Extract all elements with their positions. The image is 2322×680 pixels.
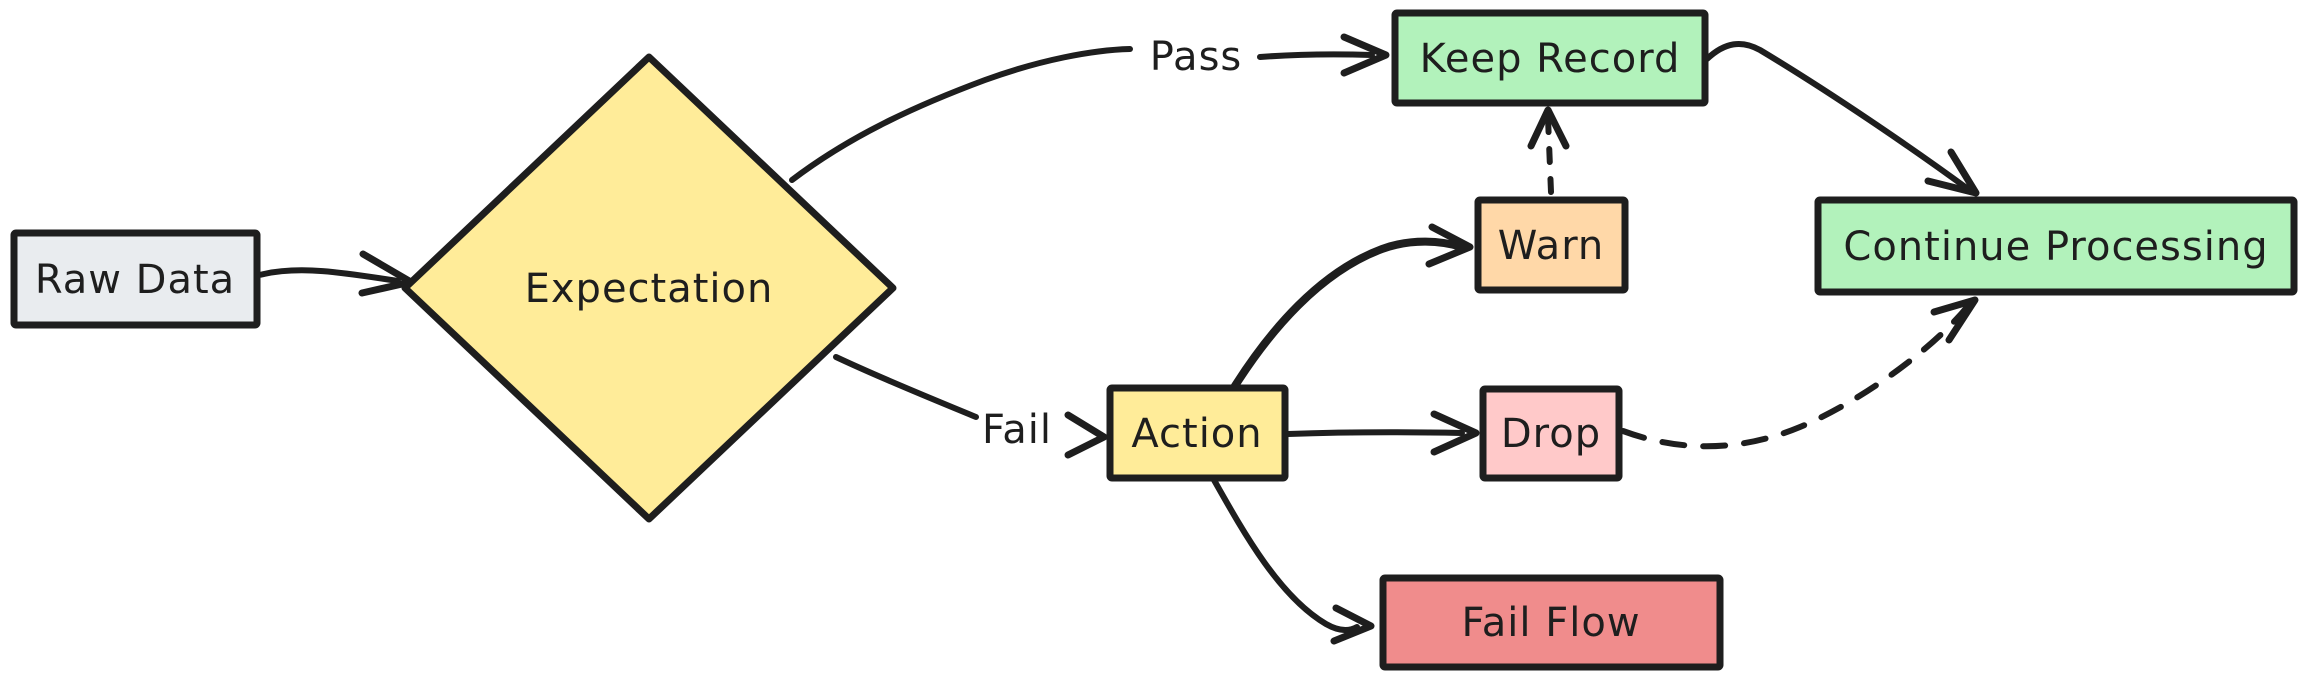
edge-action-warn-arrowhead xyxy=(1425,223,1474,268)
action-box xyxy=(1106,384,1289,482)
edge-fail-arrowhead xyxy=(1064,411,1108,459)
edge-action-drop xyxy=(1285,410,1480,456)
node-continue-processing: Continue Processing xyxy=(1814,196,2298,296)
edge-raw-data-expectation xyxy=(247,250,415,297)
continue-processing-box xyxy=(1814,196,2298,296)
edge-label-pass: Pass xyxy=(1150,34,1243,80)
edge-keep-record-continue xyxy=(1704,40,1980,197)
edge-action-drop-arrowhead xyxy=(1430,410,1480,456)
edge-expectation-keep-record xyxy=(789,33,1390,183)
edge-warn-keep-record xyxy=(1527,106,1570,195)
fail-flow-label: Fail Flow xyxy=(1461,600,1640,646)
edge-pass-line-1 xyxy=(789,46,1133,183)
warn-label: Warn xyxy=(1498,223,1605,269)
edge-drop-continue-arrowhead xyxy=(1930,296,1979,344)
diagram-root: Pass Fail Raw Data Expectation Keep Reco… xyxy=(10,9,2298,671)
edge-keep-record-continue-line xyxy=(1704,40,1971,192)
raw-data-label: Raw Data xyxy=(35,257,235,303)
edge-expectation-action xyxy=(833,354,1108,459)
node-raw-data: Raw Data xyxy=(10,229,261,329)
edge-pass-arrowhead xyxy=(1340,33,1390,77)
drop-box xyxy=(1479,385,1623,482)
edge-action-fail-flow-line xyxy=(1211,477,1360,633)
keep-record-box xyxy=(1391,9,1709,107)
edge-keep-record-continue-arrowhead xyxy=(1924,148,1980,197)
node-action: Action xyxy=(1106,384,1289,482)
node-keep-record: Keep Record xyxy=(1391,9,1709,107)
edge-action-drop-line xyxy=(1285,429,1465,437)
edge-drop-continue-line xyxy=(1620,303,1971,450)
edge-action-fail-flow-arrowhead xyxy=(1330,604,1375,645)
edge-warn-keep-record-line xyxy=(1545,115,1554,195)
edge-action-warn xyxy=(1229,223,1474,393)
warn-box xyxy=(1474,196,1629,294)
keep-record-label: Keep Record xyxy=(1420,36,1681,82)
edge-warn-keep-record-arrowhead xyxy=(1527,106,1570,150)
fail-flow-box xyxy=(1379,574,1724,671)
edge-fail-line xyxy=(833,354,979,420)
expectation-diamond xyxy=(401,53,897,523)
node-expectation: Expectation xyxy=(401,53,897,523)
node-fail-flow: Fail Flow xyxy=(1379,574,1724,671)
action-label: Action xyxy=(1131,411,1262,457)
continue-processing-label: Continue Processing xyxy=(1843,224,2268,270)
edge-pass-line-2 xyxy=(1257,51,1375,60)
edge-drop-continue xyxy=(1620,296,1979,450)
edge-label-fail: Fail xyxy=(982,407,1052,453)
raw-data-box xyxy=(10,229,261,329)
drop-label: Drop xyxy=(1501,411,1601,457)
edge-action-fail-flow xyxy=(1211,477,1375,645)
node-warn: Warn xyxy=(1474,196,1629,294)
expectation-label: Expectation xyxy=(525,266,774,312)
edge-action-warn-line xyxy=(1229,237,1466,393)
node-drop: Drop xyxy=(1479,385,1623,482)
